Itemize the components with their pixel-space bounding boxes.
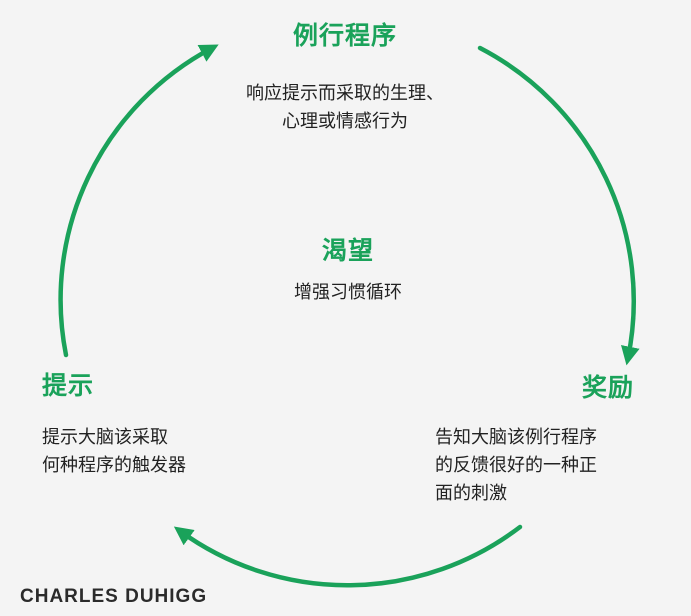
craving-desc-line-1: 增强习惯循环 (294, 282, 402, 303)
reward-desc-line-2: 的反馈很好的一种正 (435, 455, 597, 476)
routine-title: 例行程序 (292, 21, 397, 50)
reward-desc-line-1: 告知大脑该例行程序 (435, 427, 597, 448)
arrow-reward-to-cue (173, 524, 523, 588)
cue-desc-line-1: 提示大脑该采取 (42, 427, 168, 448)
cue-description: 提示大脑该采取 何种程序的触发器 (42, 424, 186, 480)
cue-desc-line-2: 何种程序的触发器 (42, 455, 186, 476)
reward-title: 奖励 (582, 373, 635, 402)
arrow-cue-to-routine (58, 44, 219, 358)
author-credit: CHARLES DUHIGG (20, 586, 208, 607)
reward-desc-line-3: 面的刺激 (435, 483, 507, 504)
craving-title: 渴望 (321, 236, 374, 265)
routine-desc-line-1: 响应提示而采取的生理、 (246, 83, 444, 104)
cue-title: 提示 (42, 371, 95, 400)
arrow-routine-to-reward (477, 45, 640, 366)
craving-description: 增强习惯循环 (248, 279, 448, 307)
routine-description: 响应提示而采取的生理、 心理或情感行为 (195, 80, 495, 136)
routine-desc-line-2: 心理或情感行为 (282, 111, 408, 132)
reward-description: 告知大脑该例行程序 的反馈很好的一种正 面的刺激 (435, 424, 597, 508)
